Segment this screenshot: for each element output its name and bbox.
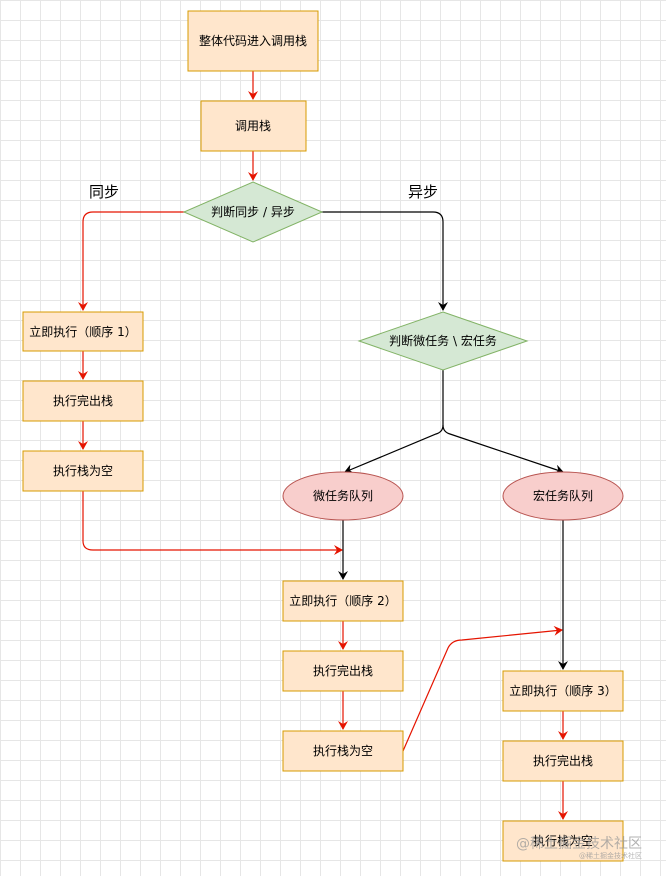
watermark: @稀土掘金技术社区 @稀土掘金技术社区 — [516, 836, 642, 860]
node-macro-queue: 宏任务队列 — [502, 471, 624, 521]
node-finish-stack-2: 执行完出栈 — [282, 650, 404, 692]
node-empty-stack-1-label: 执行栈为空 — [53, 463, 113, 478]
node-judge-sync-label: 判断同步 / 异步 — [211, 204, 295, 219]
node-judge-task-label: 判断微任务 \ 宏任务 — [389, 333, 497, 348]
node-finish-stack-1: 执行完出栈 — [22, 380, 144, 422]
node-finish-stack-3: 执行完出栈 — [502, 740, 624, 782]
node-run-now-1-label: 立即执行（顺序 1） — [29, 324, 136, 339]
async-branch-label: 异步 — [408, 183, 438, 201]
edge-judge-to-micro — [344, 370, 444, 474]
node-finish-stack-1-label: 执行完出栈 — [53, 393, 113, 408]
node-enter-stack-label: 整体代码进入调用栈 — [199, 33, 307, 48]
node-call-stack: 调用栈 — [200, 100, 307, 152]
node-call-stack-label: 调用栈 — [235, 118, 271, 133]
watermark-sub: @稀土掘金技术社区 — [579, 851, 642, 860]
node-finish-stack-3-label: 执行完出栈 — [533, 753, 593, 768]
node-run-now-3: 立即执行（顺序 3） — [502, 670, 624, 712]
node-run-now-2: 立即执行（顺序 2） — [282, 580, 404, 622]
node-micro-queue: 微任务队列 — [282, 471, 404, 521]
node-judge-task: 判断微任务 \ 宏任务 — [357, 311, 529, 371]
node-macro-queue-label: 宏任务队列 — [533, 488, 593, 503]
node-run-now-3-label: 立即执行（顺序 3） — [509, 683, 616, 698]
edges — [78, 71, 568, 820]
edge-empty1-to-run2 — [82, 491, 343, 555]
edge-judge-to-macro — [442, 424, 564, 475]
node-empty-stack-2-label: 执行栈为空 — [313, 743, 373, 758]
node-enter-stack: 整体代码进入调用栈 — [187, 10, 319, 72]
node-empty-stack-1: 执行栈为空 — [22, 450, 144, 492]
node-empty-stack-2: 执行栈为空 — [282, 730, 404, 772]
node-micro-queue-label: 微任务队列 — [313, 488, 373, 503]
watermark-main: @稀土掘金技术社区 — [516, 836, 642, 852]
node-run-now-2-label: 立即执行（顺序 2） — [289, 593, 396, 608]
node-empty-stack-3-label: 执行栈为空 — [533, 833, 593, 848]
node-run-now-1: 立即执行（顺序 1） — [22, 311, 144, 352]
node-empty-stack-3: 执行栈为空 — [502, 820, 624, 862]
node-judge-sync: 判断同步 / 异步 — [182, 181, 324, 243]
edge-empty2-to-run3 — [402, 625, 563, 752]
node-finish-stack-2-label: 执行完出栈 — [313, 663, 373, 678]
edge-judge-to-async — [321, 211, 448, 311]
edge-judge-to-sync — [78, 211, 185, 311]
sync-branch-label: 同步 — [89, 183, 119, 201]
